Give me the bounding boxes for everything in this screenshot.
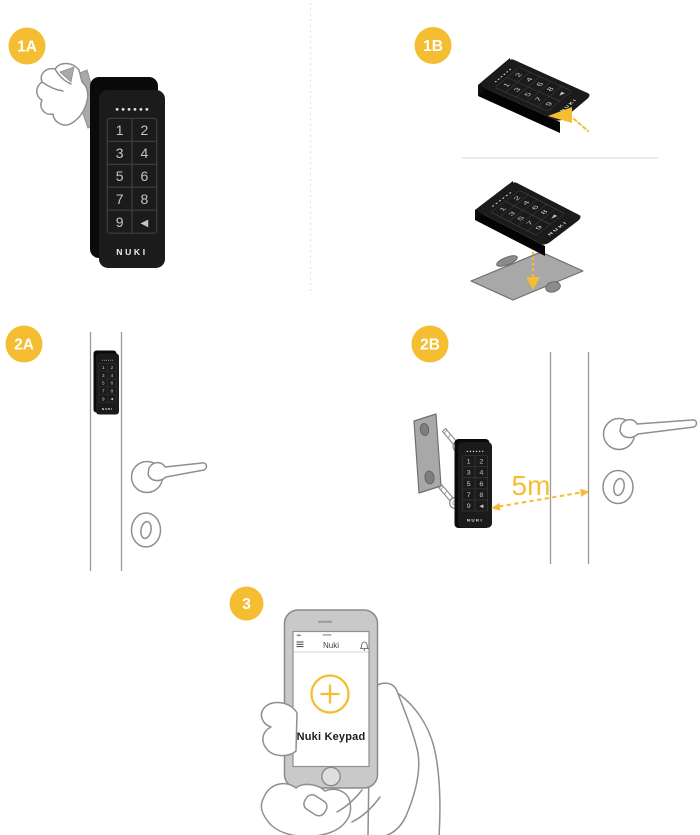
- handle-lever: [619, 418, 698, 439]
- step-3-panel: 3 Nuki: [229, 586, 441, 835]
- plate-hole-bottom: [424, 470, 435, 485]
- distance-label: 5m: [512, 470, 551, 501]
- app-nav-title: Nuki: [323, 641, 339, 650]
- step-2b-panel: 2B 5m: [411, 325, 698, 564]
- thumb: [260, 701, 298, 757]
- hamburger-menu-icon[interactable]: [296, 641, 304, 648]
- mounting-plate-iso: [470, 251, 584, 301]
- notification-bell-icon[interactable]: [360, 641, 369, 651]
- keypad-1b-bottom-face: [474, 180, 584, 247]
- hand-pulling-liner: [36, 62, 89, 126]
- add-keypad-button[interactable]: [310, 674, 350, 714]
- add-plus-circle-icon[interactable]: [310, 674, 350, 714]
- keypad-2b: [454, 439, 493, 529]
- step-badge-1a-label: 1A: [17, 39, 37, 56]
- snap-down-arrowhead-icon: [526, 277, 540, 290]
- step-badge-2b: 2B: [411, 325, 449, 363]
- liner-corner-in-fingers: [59, 66, 75, 83]
- mounting-plate-2b: [413, 413, 442, 494]
- step-badge-2a-label: 2A: [14, 337, 34, 354]
- finger-nail: [303, 794, 328, 817]
- step-badge-3: 3: [229, 586, 264, 621]
- distance-dashed-line: [498, 491, 582, 508]
- keyhole-escutcheon: [130, 512, 162, 548]
- keypad-1b-battery-tab: [477, 57, 593, 133]
- app-button-label: Nuki Keypad: [297, 731, 366, 743]
- handle-lever: [147, 461, 208, 482]
- status-time-mark: [322, 634, 332, 636]
- keyhole-escutcheon: [602, 469, 634, 505]
- keypad-2a-mounted: [93, 350, 120, 415]
- step-badge-3-label: 3: [242, 596, 251, 613]
- keyhole: [140, 520, 152, 540]
- step-badge-2b-label: 2B: [420, 337, 440, 354]
- status-bar: [296, 634, 332, 637]
- pull-tab-dashed-tail: [573, 118, 589, 132]
- door-handle-2b: [602, 417, 698, 505]
- hand-behind-phone: [367, 682, 441, 835]
- plate-hole-top: [419, 423, 430, 436]
- keypad-2b-face: [457, 441, 493, 529]
- step-badge-2a: 2A: [5, 325, 43, 363]
- step-1b-panel: 1B: [414, 27, 658, 301]
- keypad-1b-mounting: [470, 180, 584, 301]
- step-badge-1b: 1B: [414, 27, 452, 64]
- keypad-1a-face: [98, 89, 166, 269]
- keypad-2a-face: [95, 353, 120, 415]
- keypad-iso-thickness: [478, 85, 560, 133]
- step-1a-panel: 1A: [8, 27, 166, 269]
- plate-knob: [545, 281, 561, 293]
- signal-dash-icon: [296, 634, 301, 637]
- step-badge-1a: 1A: [8, 27, 46, 65]
- step-2a-panel: 2A: [5, 325, 208, 571]
- distance-annotation: 5m: [491, 470, 590, 511]
- door-handle-2a: [130, 460, 208, 548]
- battery-pull-tab-arrow-icon: [548, 107, 572, 123]
- plate-slot: [496, 255, 518, 267]
- keypad-iso-thickness-2: [475, 210, 545, 256]
- smartphone: Nuki Nuki Keypad: [283, 609, 379, 789]
- step-badge-1b-label: 1B: [423, 38, 443, 55]
- keyhole: [613, 477, 625, 497]
- distance-arrowhead-left-icon: [491, 502, 501, 511]
- distance-arrowhead-right-icon: [580, 488, 590, 497]
- home-button[interactable]: [321, 766, 341, 787]
- hand-in-front: [260, 701, 381, 835]
- app-nav-bar: Nuki: [293, 641, 369, 653]
- keypad-1a: [90, 77, 166, 269]
